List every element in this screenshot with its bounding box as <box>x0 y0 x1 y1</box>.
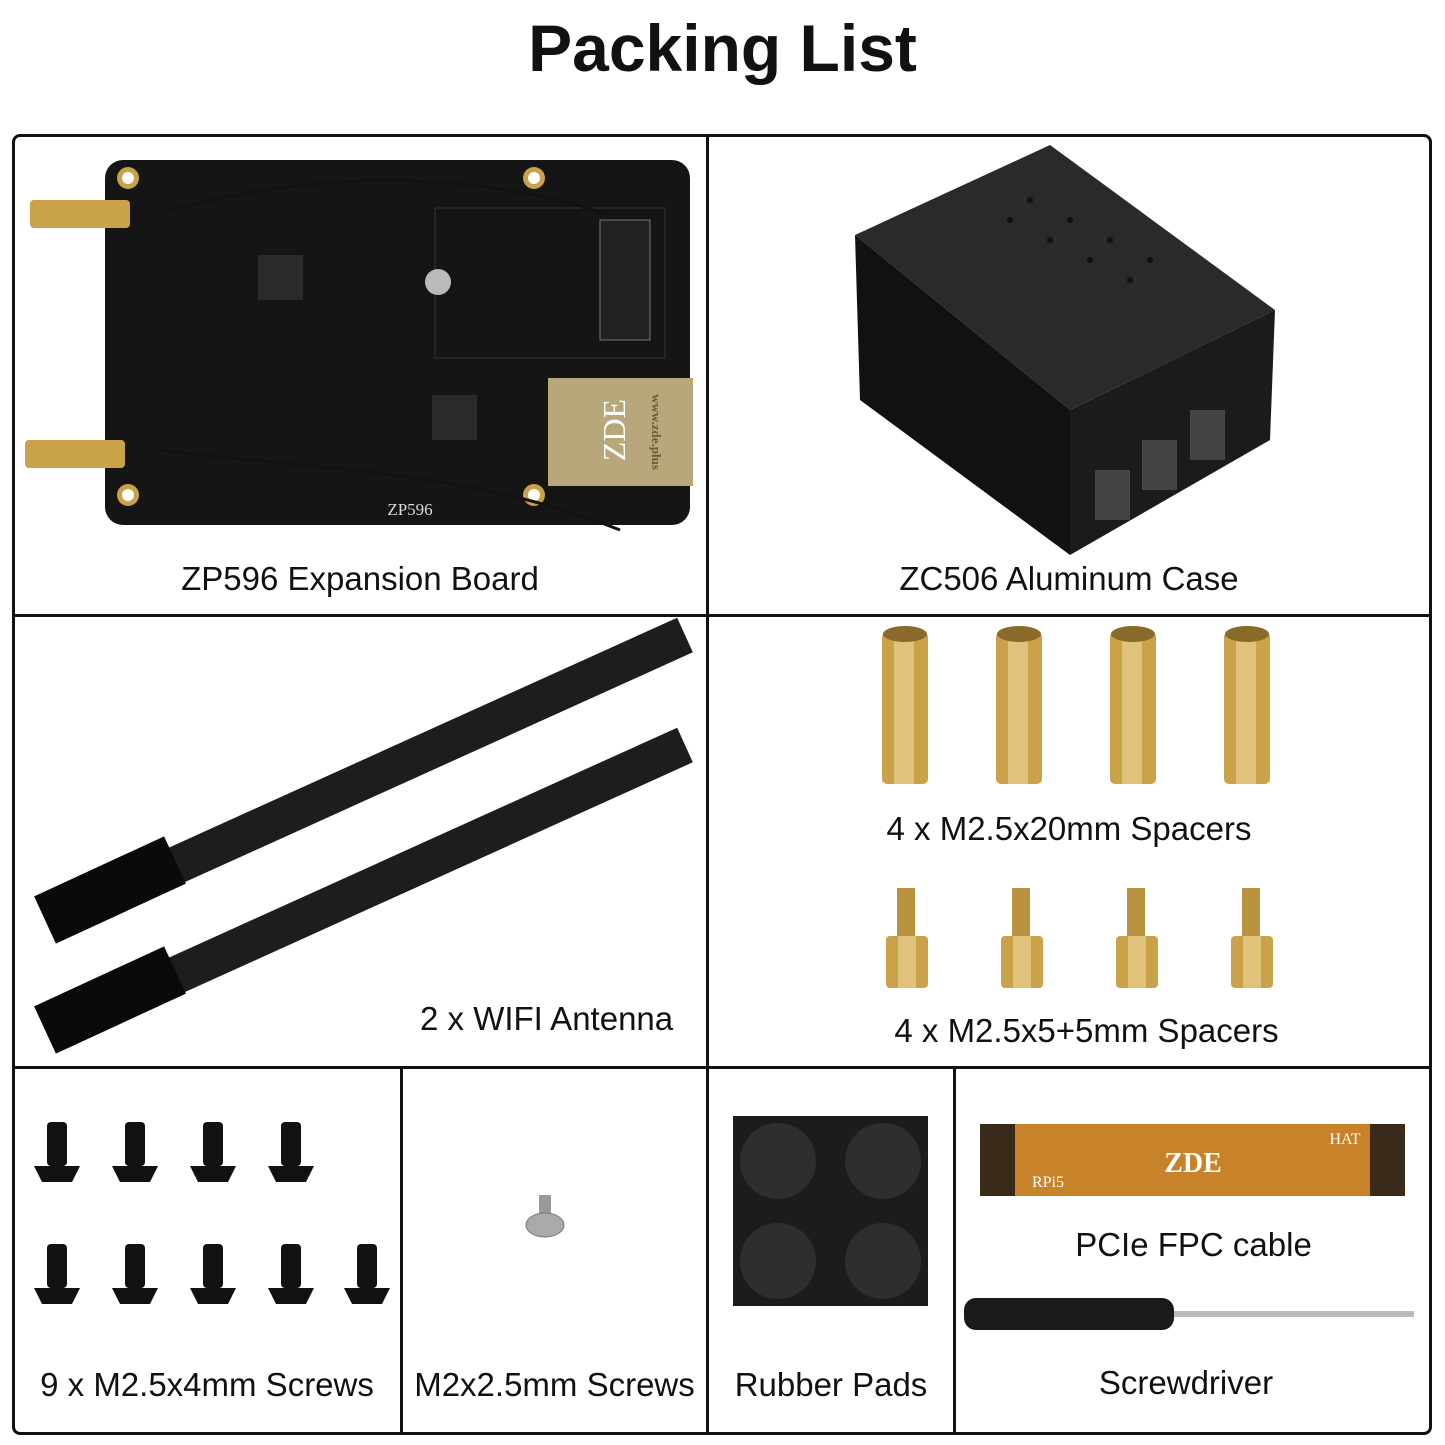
rubber-pads-image <box>733 1116 928 1306</box>
short-spacer-icon <box>1001 888 1043 988</box>
short-spacer-icon <box>1231 888 1273 988</box>
board-logo-text: ZDE <box>596 399 632 461</box>
divider <box>400 1068 403 1432</box>
item-label: PCIe FPC cable <box>1075 1226 1312 1263</box>
screw-icon <box>34 1122 80 1182</box>
screwdriver-image <box>964 1298 1414 1330</box>
item-label: ZP596 Expansion Board <box>181 560 539 597</box>
screw-icon <box>112 1244 158 1304</box>
cable-rpi-text: RPi5 <box>1032 1174 1064 1191</box>
board-model-text: ZP596 <box>387 500 432 519</box>
divider <box>12 1066 1432 1069</box>
item-label: Rubber Pads <box>734 1366 928 1403</box>
item-label: 4 x M2.5x20mm Spacers <box>886 810 1252 847</box>
screw-icon <box>268 1122 314 1182</box>
item-label: 2 x WIFI Antenna <box>420 1000 674 1037</box>
item-label: ZC506 Aluminum Case <box>899 560 1239 597</box>
aluminum-case-image <box>855 145 1275 555</box>
screw-icon <box>268 1244 314 1304</box>
screw-icon <box>344 1244 390 1304</box>
screw-icon <box>34 1244 80 1304</box>
expansion-board-image: ZDE www.zde.plus ZP596 <box>25 160 693 532</box>
page-title: Packing List <box>528 11 917 85</box>
item-label: 9 x M2.5x4mm Screws <box>40 1366 374 1403</box>
item-label: 4 x M2.5x5+5mm Spacers <box>894 1012 1279 1049</box>
cable-logo-text: ZDE <box>1164 1148 1222 1179</box>
antenna-image <box>34 617 693 1054</box>
long-spacer-icon <box>1110 626 1156 784</box>
screw-icon <box>190 1122 236 1182</box>
items-grid <box>12 134 1432 1435</box>
screw-icon <box>112 1122 158 1182</box>
short-spacer-icon <box>886 888 928 988</box>
board-url-text: www.zde.plus <box>649 394 664 470</box>
fpc-cable-image: ZDE HAT RPi5 <box>980 1124 1405 1196</box>
divider <box>12 614 1432 617</box>
divider <box>706 134 709 1432</box>
divider <box>953 1068 956 1432</box>
small-screw-image <box>525 1195 565 1238</box>
cable-hat-text: HAT <box>1329 1131 1360 1148</box>
long-spacer-icon <box>996 626 1042 784</box>
long-spacer-icon <box>882 626 928 784</box>
long-spacer-icon <box>1224 626 1270 784</box>
item-label: Screwdriver <box>1098 1364 1274 1401</box>
item-label: M2x2.5mm Screws <box>414 1366 695 1403</box>
short-spacer-icon <box>1116 888 1158 988</box>
screw-icon <box>190 1244 236 1304</box>
